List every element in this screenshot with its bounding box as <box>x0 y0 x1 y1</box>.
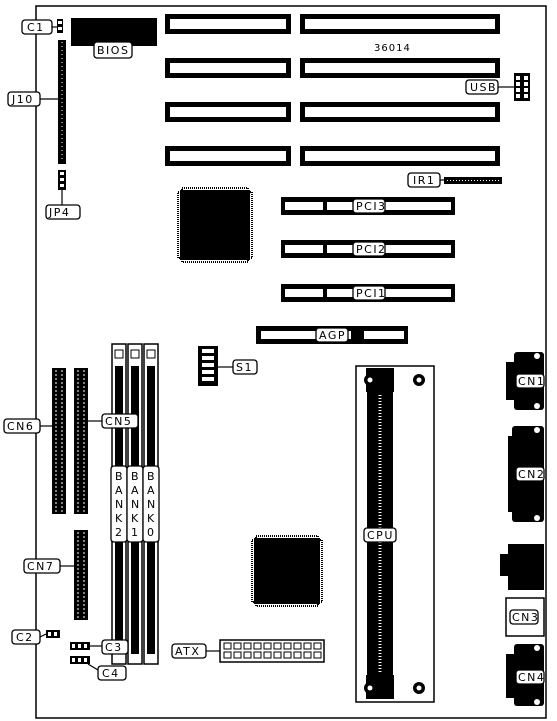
cn4-connector: CN4 <box>506 644 545 706</box>
cpu-label: CPU <box>367 529 394 542</box>
bank0-label: B A N K 0 <box>142 465 160 543</box>
c3-jumper: C3 <box>70 639 129 655</box>
c2-label: C2 <box>16 631 34 644</box>
bank0-letter: K <box>147 512 156 525</box>
pci3-label: PCI3 <box>356 200 387 213</box>
cn3-connector: CN3 <box>505 597 545 637</box>
bank0-letter: N <box>147 498 157 511</box>
pci2-slot: PCI2 <box>281 240 455 258</box>
c4-jumper: C4 <box>70 656 127 681</box>
j10-label: J10 <box>11 93 34 106</box>
cn2-label: CN2 <box>518 468 545 481</box>
atx-power-connector: ATX <box>171 639 325 663</box>
c3-label: C3 <box>105 641 123 654</box>
s1-label: S1 <box>236 361 253 374</box>
bank1-label: B A N K 1 <box>126 465 144 543</box>
bios-label: BIOS <box>97 44 129 57</box>
pci3-slot: PCI3 <box>281 197 455 215</box>
bank1-letter: N <box>131 498 141 511</box>
cn1-label: CN1 <box>518 375 545 388</box>
bank0-letter: A <box>147 484 156 497</box>
cn6-label: CN6 <box>7 420 34 433</box>
bank2-letter: 2 <box>115 526 124 539</box>
bank2-letter: A <box>115 484 124 497</box>
cn7-connector: CN7 <box>23 530 88 620</box>
cn6-connector: CN6 <box>3 368 66 514</box>
chipset-chip-lower <box>251 535 323 607</box>
cn2-connector: CN2 <box>508 426 545 522</box>
board-outline <box>35 5 547 719</box>
agp-label: AGP <box>319 329 346 342</box>
board-code: 36014 <box>374 43 411 54</box>
jp4-label: JP4 <box>48 206 70 219</box>
isa-slots <box>165 14 291 166</box>
cn4-label: CN4 <box>518 671 545 684</box>
cn5-connector: CN5 <box>74 368 139 514</box>
bios-chip: BIOS <box>71 18 157 59</box>
ps2-connector <box>500 544 544 590</box>
cn1-connector: CN1 <box>506 352 545 410</box>
bank1-letter: A <box>131 484 140 497</box>
bank1-letter: K <box>131 512 140 525</box>
c2-jumper: C2 <box>11 629 60 645</box>
bank2-letter: K <box>115 512 124 525</box>
bank1-letter: 1 <box>131 526 140 539</box>
bank2-letter: B <box>115 470 124 483</box>
cn7-label: CN7 <box>27 560 54 573</box>
cn5-label: CN5 <box>105 415 132 428</box>
bank0-letter: B <box>147 470 156 483</box>
usb-label: USB <box>470 81 497 94</box>
pci1-slot: PCI1 <box>281 284 455 302</box>
pci2-label: PCI2 <box>356 243 387 256</box>
atx-label: ATX <box>175 645 200 658</box>
j10-header: J10 <box>7 40 66 164</box>
pci1-label: PCI1 <box>356 287 387 300</box>
bank1-letter: B <box>131 470 140 483</box>
bank2-label: B A N K 2 <box>110 465 128 543</box>
isa-slots-right <box>300 14 500 166</box>
bank0-letter: 0 <box>147 526 156 539</box>
jp4-jumper: JP4 <box>45 170 81 220</box>
chipset-chip-upper <box>177 187 253 263</box>
c4-label: C4 <box>102 667 120 680</box>
usb-connector: USB <box>465 73 530 101</box>
cpu-slot: CPU <box>355 365 435 703</box>
ir1-connector: IR1 <box>407 172 502 188</box>
c1-jumper: C1 <box>21 19 63 35</box>
cn3-label: CN3 <box>512 611 539 624</box>
s1-switch: S1 <box>198 346 258 386</box>
agp-slot: AGP <box>256 326 408 344</box>
ir1-label: IR1 <box>413 174 435 187</box>
c1-label: C1 <box>27 21 45 34</box>
bank2-letter: N <box>115 498 125 511</box>
